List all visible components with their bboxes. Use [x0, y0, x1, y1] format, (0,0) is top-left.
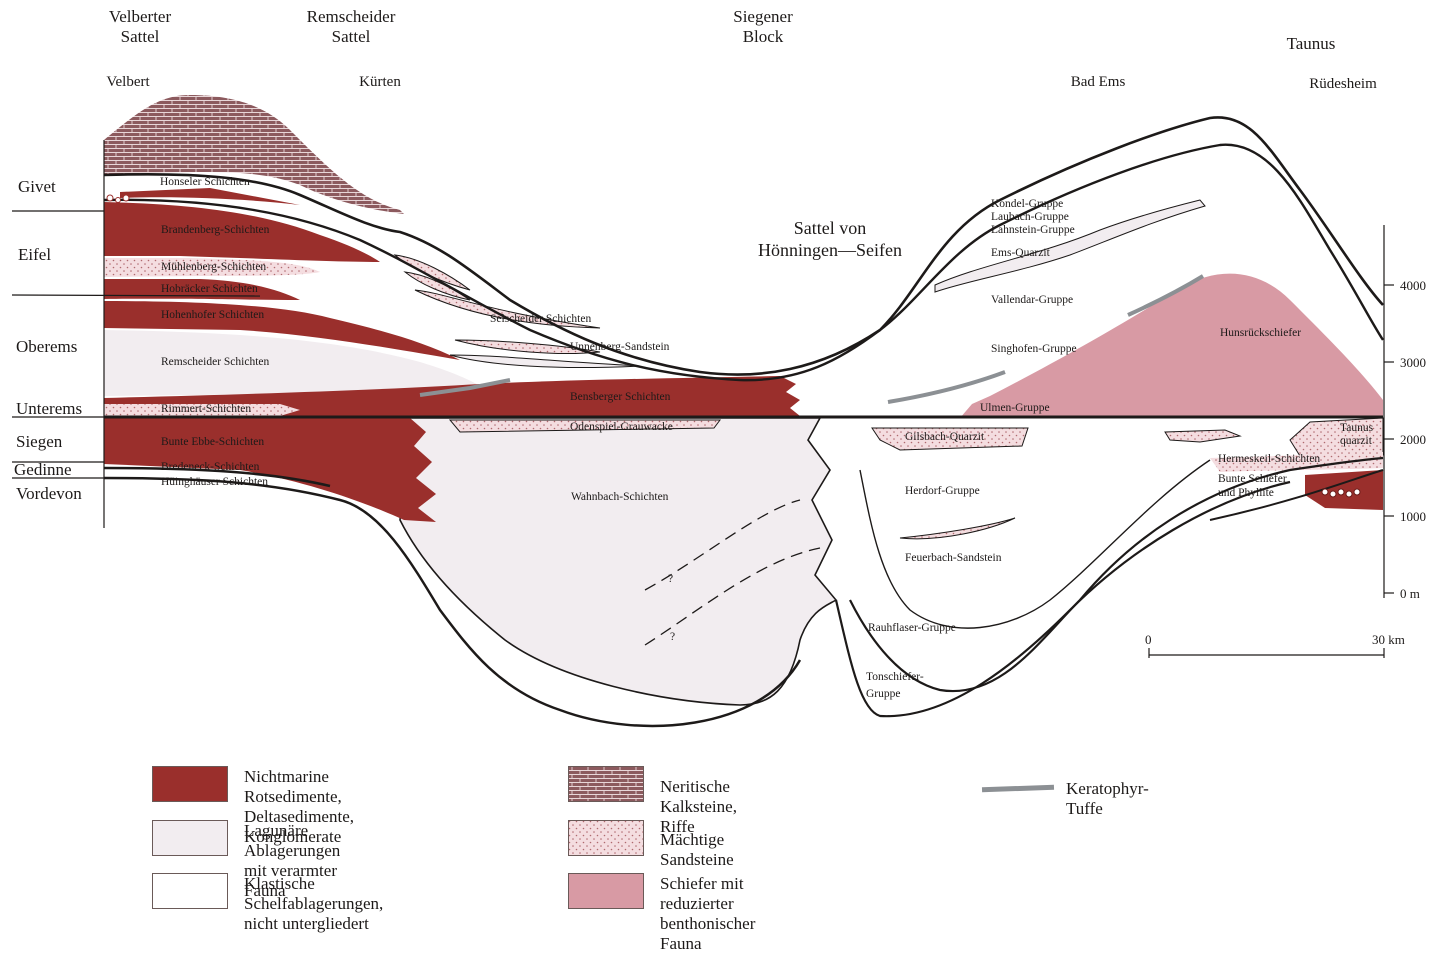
legend-text-shale: Schiefer mit reduzierter benthonischer F… [660, 874, 755, 954]
unit-ulmen: Ulmen-Gruppe [980, 402, 1050, 414]
feuerbach-lens [900, 518, 1015, 539]
place-kuerten: Kürten [359, 74, 401, 90]
stage-siegen: Siegen [16, 432, 63, 451]
unit-hueinghaeuser: Hüinghäuser Schichten [161, 476, 268, 488]
region-remscheider-l2: Sattel [332, 27, 371, 46]
unit-taunusquarzit-l2: quarzit [1340, 435, 1373, 447]
unit-selscheider: Selscheider Schichten [490, 313, 591, 325]
unit-wahnbach: Wahnbach-Schichten [571, 491, 669, 503]
unit-singhofen: Singhofen-Gruppe [991, 343, 1077, 355]
unit-remscheider: Remscheider Schichten [161, 356, 270, 368]
unit-tonschiefer-l1: Tonschiefer- [866, 671, 924, 683]
unit-honseler: Honseler Schichten [160, 176, 250, 188]
legend-swatch-shale [568, 873, 644, 909]
unit-bensberger: Bensberger Schichten [570, 391, 671, 403]
question-mark-1: ? [668, 573, 673, 585]
unit-muehlenberg: Mühlenberg-Schichten [161, 261, 266, 273]
legend-text-clastic: Klastische Schelfablagerungen, nicht unt… [244, 874, 383, 934]
unit-taunusquarzit-l1: Taunus [1340, 422, 1374, 434]
unit-lahnstein: Lahnstein-Gruppe [991, 224, 1075, 236]
unit-bunteschiefer-l2: und Phyllite [1218, 487, 1274, 499]
depth-tick-2000: 2000 [1400, 432, 1426, 447]
legend-swatch-clastic [152, 873, 228, 909]
label-sattel-l1: Sattel von [794, 218, 867, 238]
legend-text-limestone: Neritische Kalksteine, Riffe [660, 777, 737, 837]
unit-bunteschiefer-l1: Bunte Schiefer [1218, 473, 1287, 485]
sandstone-lens-e1 [1165, 430, 1240, 442]
legend-swatch-lagoonal [152, 820, 228, 856]
unit-hermeskeil: Hermeskeil-Schichten [1218, 453, 1320, 465]
unit-hunsrueck: Hunsrückschiefer [1220, 327, 1301, 339]
rhenish-red-taunus [1305, 470, 1383, 510]
depth-tick-3000: 3000 [1400, 355, 1426, 370]
stage-gedinne: Gedinne [14, 460, 72, 479]
unit-vallendar: Vallendar-Gruppe [991, 294, 1073, 306]
unit-hobraecker: Hobräcker Schichten [161, 283, 258, 295]
question-mark-2: ? [670, 631, 675, 643]
unit-bredeneck: Bredeneck-Schichten [161, 461, 260, 473]
depth-tick-0: 0 m [1400, 586, 1420, 601]
depth-tick-4000: 4000 [1400, 278, 1426, 293]
region-taunus: Taunus [1287, 34, 1336, 53]
honseler-red [120, 188, 300, 205]
unit-bunte-ebbe: Bunte Ebbe-Schichten [161, 436, 264, 448]
unit-brandenberg: Brandenberg-Schichten [161, 224, 270, 236]
unit-unnenberg: Unnenberg-Sandstein [570, 341, 670, 353]
bunte-ebbe-red [104, 418, 436, 522]
unnenberg-lens-2 [450, 355, 640, 368]
stage-givet: Givet [18, 177, 56, 196]
place-ruedesheim: Rüdesheim [1309, 76, 1377, 92]
wahnbach-basin [400, 418, 836, 705]
legend-swatch-limestone [568, 766, 644, 802]
unit-odenspiel: Odenspiel-Grauwacke [570, 421, 673, 433]
unit-rauhflaser: Rauhflaser-Gruppe [868, 622, 956, 634]
region-velberter-l1: Velberter [109, 7, 172, 26]
unit-hohenhofer: Hohenhofer Schichten [161, 309, 264, 321]
legend-swatch-nonmarine [152, 766, 228, 802]
region-velberter-l2: Sattel [121, 27, 160, 46]
unit-tonschiefer-l2: Gruppe [866, 688, 901, 700]
stage-vordevon: Vordevon [16, 484, 82, 503]
legend-text-sandstone: Mächtige Sandsteine [660, 830, 734, 870]
stage-oberems: Oberems [16, 337, 77, 356]
region-siegener-l2: Block [743, 27, 784, 46]
conglomerate-pebbles-west [107, 195, 129, 203]
depth-scale [1384, 225, 1394, 598]
place-bad-ems: Bad Ems [1071, 74, 1126, 90]
place-velbert: Velbert [106, 74, 150, 90]
region-remscheider-l1: Remscheider [307, 7, 396, 26]
distance-scale-start: 0 [1145, 632, 1152, 647]
unit-gilsbach: Gilsbach-Quarzit [905, 431, 985, 443]
depth-tick-1000: 1000 [1400, 509, 1426, 524]
unit-rimmert: Rimmert-Schichten [161, 403, 251, 415]
distance-scale-end: 30 km [1372, 632, 1405, 647]
label-sattel-l2: Hönningen—Seifen [758, 240, 902, 260]
unit-laubach: Laubach-Gruppe [991, 211, 1069, 223]
region-siegener-l1: Siegener [733, 7, 793, 26]
stage-unterems: Unterems [16, 399, 82, 418]
stage-eifel: Eifel [18, 245, 51, 264]
unit-kondel: Kondel-Gruppe [991, 198, 1063, 210]
legend-swatch-sandstone [568, 820, 644, 856]
unit-ems-quarzit: Ems-Quarzit [991, 247, 1051, 259]
distance-scale [1149, 648, 1384, 658]
unit-feuerbach: Feuerbach-Sandstein [905, 552, 1002, 564]
legend-text-tuff: Keratophyr-Tuffe [1066, 779, 1149, 819]
unit-herdorf: Herdorf-Gruppe [905, 485, 980, 497]
